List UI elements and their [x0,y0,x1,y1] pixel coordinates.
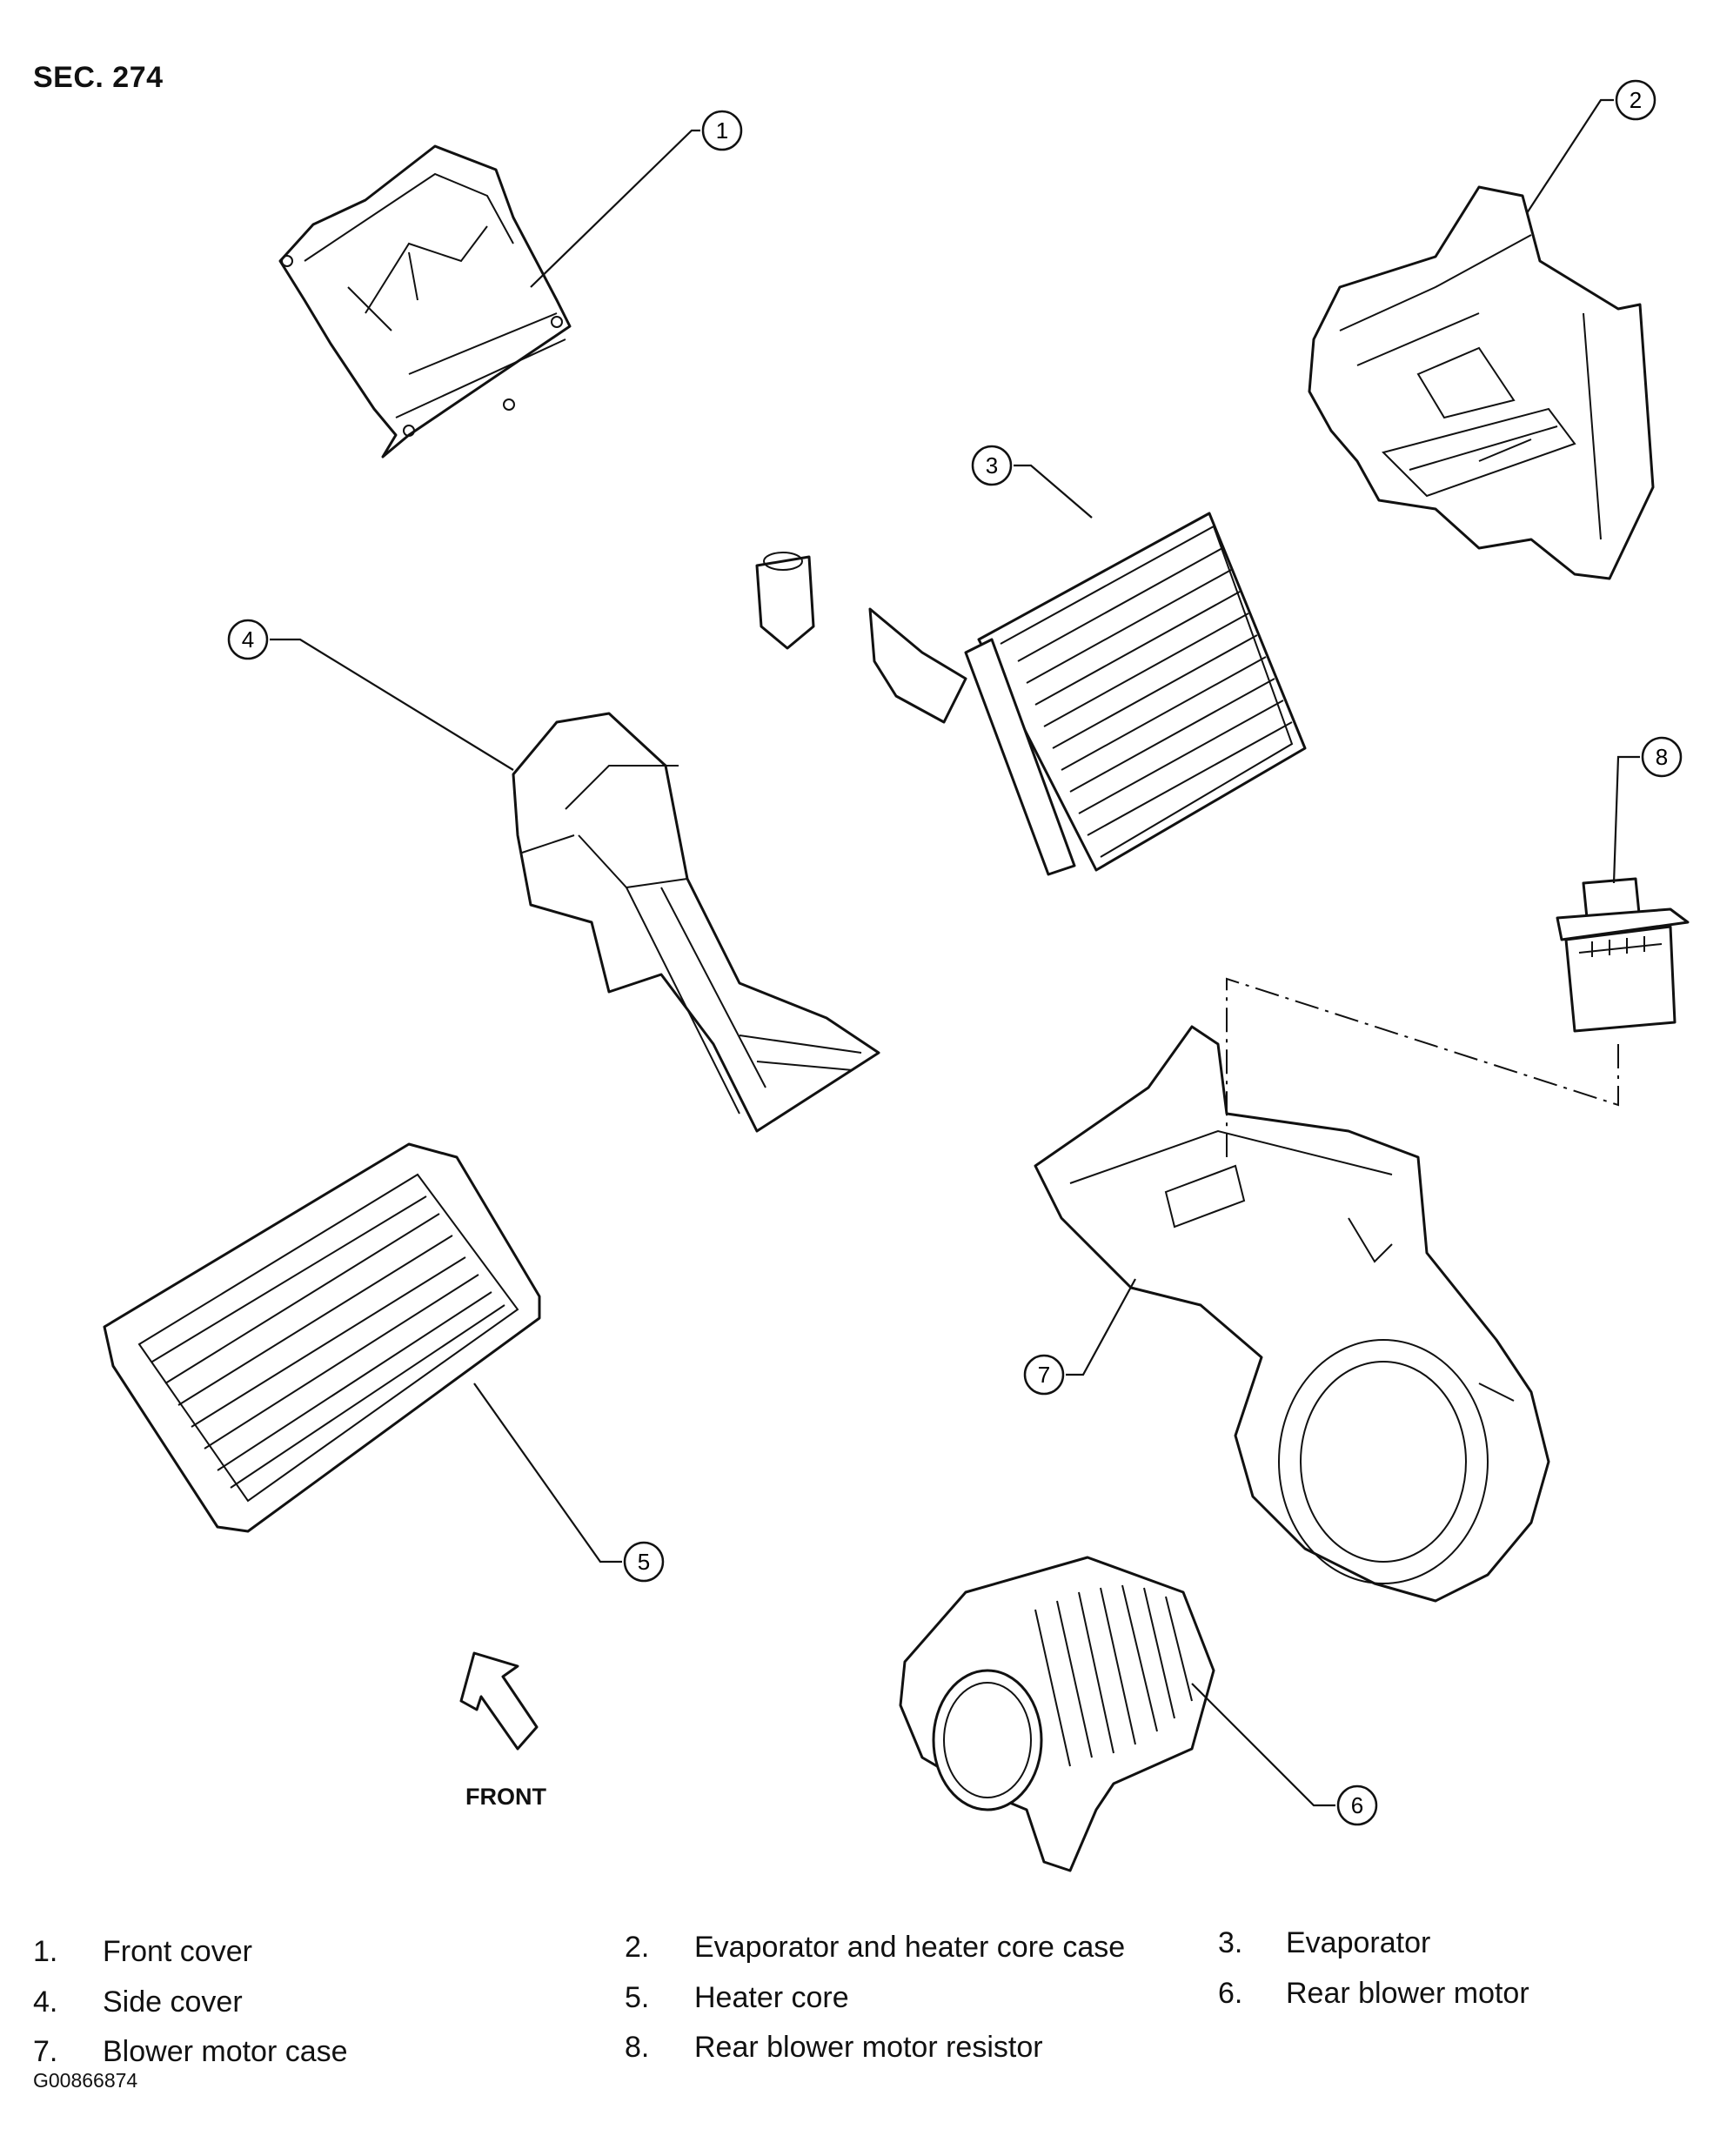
front-arrow-icon [459,1651,539,1751]
svg-text:5: 5 [638,1549,650,1575]
legend-num: 2. [625,1931,650,1964]
legend-num: 8. [625,2031,650,2064]
svg-text:6: 6 [1351,1792,1363,1818]
legend-label: Side cover [103,1985,243,2019]
callout-7: 7 [1023,1354,1065,1396]
side-cover-part [512,712,880,1133]
front-label: FRONT [465,1784,546,1810]
rear-blower-motor-part [899,1556,1215,1872]
callout-8: 8 [1641,736,1683,778]
legend-label: Blower motor case [103,2035,348,2068]
callout-4: 4 [227,619,269,660]
legend-label: Evaporator [1286,1926,1431,1959]
rear-blower-motor-resistor-part [1556,877,1690,1033]
alignment-line [1226,977,1619,1157]
legend-label: Rear blower motor resistor [694,2031,1043,2064]
legend-label: Rear blower motor [1286,1977,1529,2010]
legend-label: Heater core [694,1981,849,2014]
section-label: SEC. 274 [33,61,164,94]
callout-6: 6 [1336,1784,1378,1826]
figure-code: G00866874 [33,2069,138,2092]
legend-num: 1. [33,1935,58,1968]
front-cover-part [278,144,572,459]
legend-label: Front cover [103,1935,252,1968]
svg-text:7: 7 [1038,1362,1050,1388]
callout-1: 1 [701,110,743,151]
evaporator-part [755,512,1307,876]
legend-label: Evaporator and heater core case [694,1931,1126,1964]
callout-5: 5 [623,1541,665,1583]
legend-num: 7. [33,2035,58,2068]
svg-text:1: 1 [716,117,728,144]
evaporator-heater-core-case-part [1308,185,1655,580]
svg-text:2: 2 [1630,87,1642,113]
legend-num: 5. [625,1981,650,2014]
svg-text:4: 4 [242,626,254,653]
svg-text:3: 3 [986,452,998,479]
legend-num: 6. [1218,1977,1243,2010]
heater-core-part [103,1142,541,1533]
blower-motor-case-part [1034,1025,1550,1603]
callout-2: 2 [1615,79,1656,121]
legend-num: 3. [1218,1926,1243,1959]
legend-num: 4. [33,1985,58,2019]
callout-3: 3 [971,445,1013,486]
svg-text:8: 8 [1656,744,1668,770]
